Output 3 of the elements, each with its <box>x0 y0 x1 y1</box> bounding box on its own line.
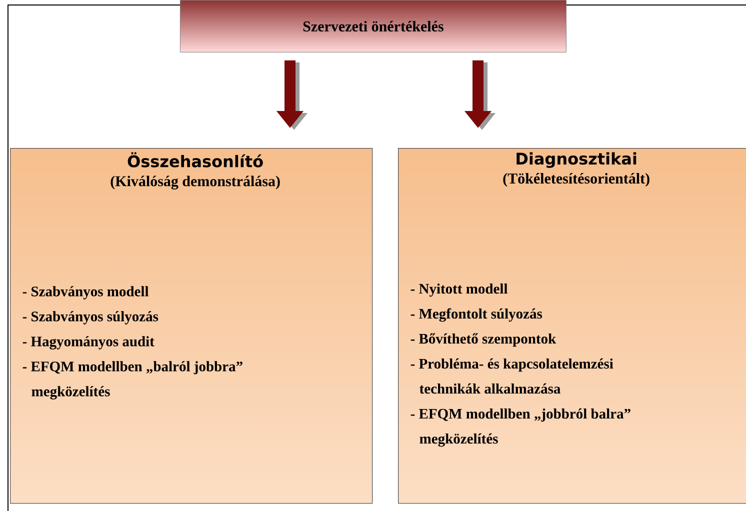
category-panel: Diagnosztikai (Tökéletesítésorientált) - Nyitott modell - Megfontolt súlyozás - Bővíthető szempontok - Probléma- és kapcsolatelemzési technikák alkalmazása - EFQM modellben „jobbról balra” megközelítés <box>398 148 746 504</box>
category-panel: Összehasonlító (Kiválóság demonstrálása) - Szabványos modell - Szabványos súlyozás - Hagyományos audit - EFQM modellben „balról jobbra” megközelítés <box>10 148 373 504</box>
title-box: Szervezeti önértékelés <box>180 0 566 52</box>
